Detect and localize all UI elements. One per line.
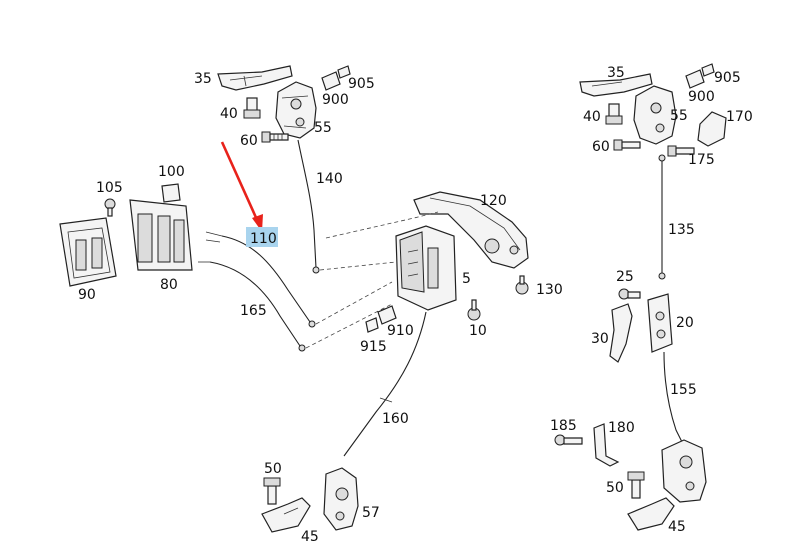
label-35-right[interactable]: 35 — [607, 65, 625, 81]
label-155[interactable]: 155 — [670, 382, 697, 398]
label-185[interactable]: 185 — [550, 418, 577, 434]
part-185-screw[interactable] — [554, 434, 583, 446]
part-120-outside-handle[interactable] — [413, 191, 529, 269]
label-90[interactable]: 90 — [78, 287, 96, 303]
part-900-lock-upper-left[interactable] — [275, 81, 317, 139]
label-35[interactable]: 35 — [194, 71, 212, 87]
label-910[interactable]: 910 — [387, 323, 414, 339]
part-35-bracket-right[interactable] — [579, 73, 653, 97]
label-105[interactable]: 105 — [96, 180, 123, 196]
label-25[interactable]: 25 — [616, 269, 634, 285]
part-60-screw-left[interactable] — [261, 131, 289, 143]
part-20-lock-plate[interactable] — [647, 293, 673, 353]
label-57[interactable]: 57 — [362, 505, 380, 521]
part-40-bolt-right[interactable] — [605, 103, 623, 125]
part-57-lower-lock[interactable] — [323, 467, 359, 531]
part-165-cable[interactable] — [209, 261, 301, 347]
part-45-striker-right[interactable] — [627, 497, 675, 531]
part-180-bracket[interactable] — [593, 423, 620, 467]
part-5-lock-module[interactable] — [395, 225, 457, 311]
part-35-bracket-left[interactable] — [217, 65, 293, 91]
part-90-bezel[interactable] — [59, 217, 117, 287]
part-110-cable[interactable] — [221, 235, 311, 323]
part-900-lock-upper-right[interactable] — [633, 85, 677, 145]
label-905[interactable]: 905 — [348, 76, 375, 92]
part-lower-lock-right[interactable] — [661, 439, 707, 503]
highlight-box — [246, 227, 278, 247]
label-905-right[interactable]: 905 — [714, 70, 741, 86]
part-50-bolt-left[interactable] — [263, 477, 281, 505]
label-165[interactable]: 165 — [240, 303, 267, 319]
label-135[interactable]: 135 — [668, 222, 695, 238]
part-100-clip[interactable] — [161, 183, 181, 203]
label-80[interactable]: 80 — [160, 277, 178, 293]
label-175[interactable]: 175 — [688, 152, 715, 168]
label-5[interactable]: 5 — [462, 271, 471, 287]
label-100[interactable]: 100 — [158, 164, 185, 180]
label-45-right[interactable]: 45 — [668, 519, 686, 535]
label-30[interactable]: 30 — [591, 331, 609, 347]
label-40[interactable]: 40 — [220, 106, 238, 122]
label-170[interactable]: 170 — [726, 109, 753, 125]
part-50-bolt-right[interactable] — [627, 471, 645, 499]
label-45[interactable]: 45 — [301, 529, 319, 545]
label-20[interactable]: 20 — [676, 315, 694, 331]
label-160[interactable]: 160 — [382, 411, 409, 427]
part-915-clip[interactable] — [365, 317, 379, 333]
label-50[interactable]: 50 — [264, 461, 282, 477]
label-915[interactable]: 915 — [360, 339, 387, 355]
part-10-screw[interactable] — [467, 299, 481, 321]
part-905-plug-left[interactable] — [321, 65, 351, 91]
part-105-screw[interactable] — [104, 198, 116, 217]
part-170-striker-plate[interactable] — [697, 111, 727, 147]
label-180[interactable]: 180 — [608, 420, 635, 436]
part-30-handle-lever[interactable] — [609, 303, 633, 363]
label-110[interactable]: 110 — [250, 231, 277, 247]
part-60-screw-right[interactable] — [613, 139, 641, 151]
red-arrow-icon — [220, 141, 263, 232]
part-140-rod[interactable] — [297, 139, 317, 269]
label-900-right[interactable]: 900 — [688, 89, 715, 105]
label-60[interactable]: 60 — [240, 133, 258, 149]
part-25-screw[interactable] — [618, 288, 641, 300]
label-50-right[interactable]: 50 — [606, 480, 624, 496]
part-80-handle-housing[interactable] — [129, 199, 193, 271]
label-55-right[interactable]: 55 — [670, 108, 688, 124]
part-160-rod[interactable] — [343, 311, 427, 457]
label-120[interactable]: 120 — [480, 193, 507, 209]
part-175-screw[interactable] — [667, 145, 695, 157]
label-60-right[interactable]: 60 — [592, 139, 610, 155]
label-10[interactable]: 10 — [469, 323, 487, 339]
part-40-bolt-left[interactable] — [243, 97, 261, 119]
label-900[interactable]: 900 — [322, 92, 349, 108]
part-45-striker-left[interactable] — [261, 497, 311, 533]
part-910-plug[interactable] — [377, 305, 397, 325]
label-140[interactable]: 140 — [316, 171, 343, 187]
label-130[interactable]: 130 — [536, 282, 563, 298]
part-905-plug-right[interactable] — [685, 63, 715, 89]
part-155-rod[interactable] — [663, 351, 685, 447]
part-130-screw[interactable] — [515, 275, 529, 295]
label-40-right[interactable]: 40 — [583, 109, 601, 125]
label-55[interactable]: 55 — [314, 120, 332, 136]
